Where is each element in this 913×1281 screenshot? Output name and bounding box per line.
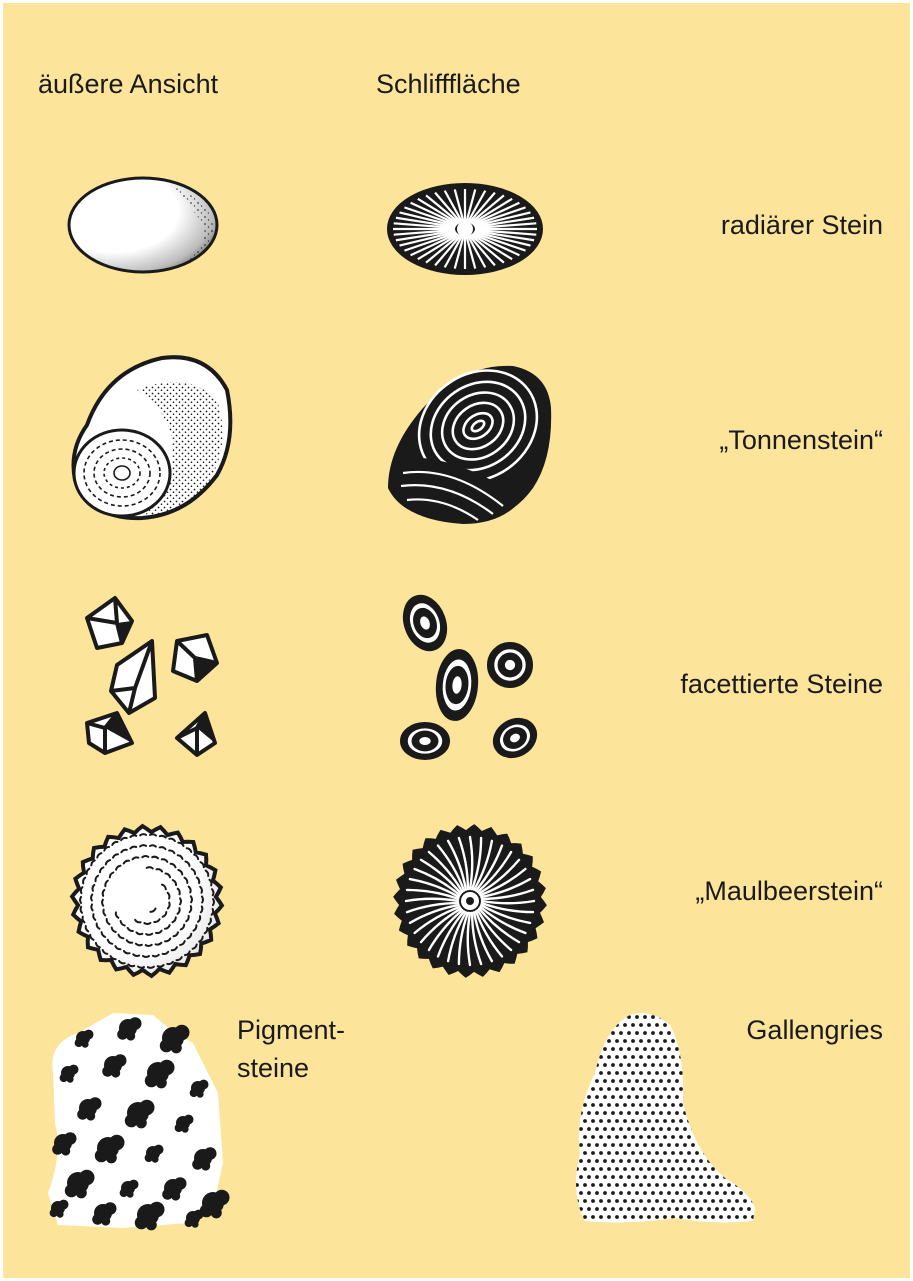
pigment-stones-icon [43, 1003, 228, 1233]
label-barrel-stone: „Tonnenstein“ [719, 423, 883, 457]
radial-stone-cut-icon [385, 181, 545, 281]
barrel-stone-outer-icon [67, 350, 237, 525]
label-pigment-line1: Pigment- [237, 1013, 345, 1047]
barrel-stone-cut-icon [383, 348, 558, 533]
faceted-stones-outer-icon [77, 593, 227, 768]
label-mulberry-stone: „Maulbeerstein“ [695, 874, 883, 908]
label-radial-stone: radiärer Stein [721, 208, 883, 242]
gallengries-icon [565, 1003, 765, 1233]
mulberry-stone-cut-icon [390, 821, 550, 981]
header-outer-view: äußere Ansicht [38, 67, 218, 101]
illustration-panel: äußere Ansicht Schlifffläche radiärer St… [3, 3, 910, 1278]
label-faceted-stones: facettierte Steine [680, 667, 883, 701]
faceted-stones-cut-icon [395, 593, 545, 768]
label-pigment-line2: steine [237, 1051, 309, 1085]
mulberry-stone-outer-icon [67, 821, 227, 981]
radial-stone-outer-icon [63, 173, 223, 278]
label-gallengries: Gallengries [746, 1013, 883, 1047]
header-cut-surface: Schlifffläche [376, 67, 521, 101]
